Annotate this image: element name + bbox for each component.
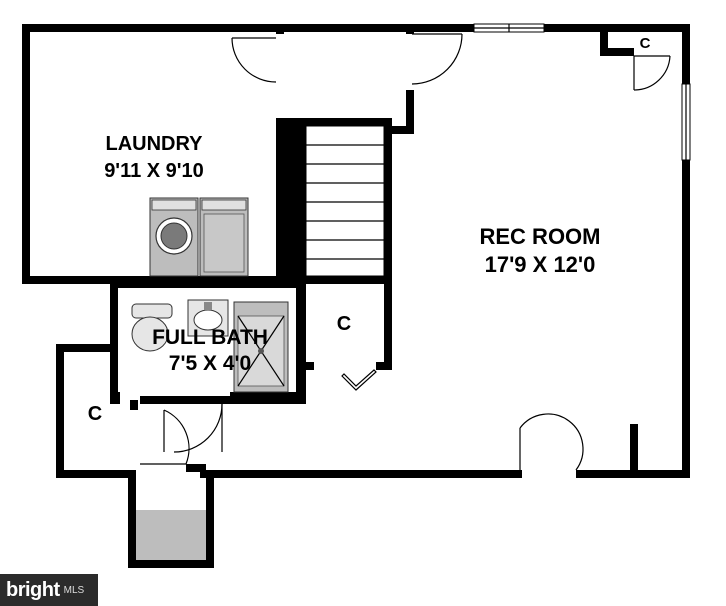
- stairwell-landing: [136, 510, 206, 560]
- closet-label-under-stair: C: [337, 313, 351, 335]
- watermark-suffix: MLS: [63, 584, 85, 596]
- watermark-brand: bright: [6, 578, 60, 601]
- closet-label-top-right: C: [640, 35, 651, 52]
- closet-label-left: C: [88, 403, 102, 425]
- rec-room-label: REC ROOM: [480, 224, 601, 249]
- laundry-label: LAUNDRY: [105, 133, 203, 155]
- toilet-icon: [131, 303, 173, 352]
- bright-mls-watermark: bright MLS: [0, 574, 98, 606]
- doors: [140, 33, 671, 471]
- washer-icon: [149, 197, 199, 277]
- sink-icon: [187, 299, 229, 337]
- staircase: [305, 125, 385, 277]
- full-bath-size: 7'5 X 4'0: [169, 352, 251, 375]
- walls: [22, 23, 691, 568]
- laundry-size: 9'11 X 9'10: [104, 160, 204, 182]
- shower-icon: [233, 301, 289, 393]
- dryer-icon: [199, 197, 249, 277]
- rec-room-size: 17'9 X 12'0: [485, 252, 596, 277]
- full-bath-label: FULL BATH: [152, 326, 268, 349]
